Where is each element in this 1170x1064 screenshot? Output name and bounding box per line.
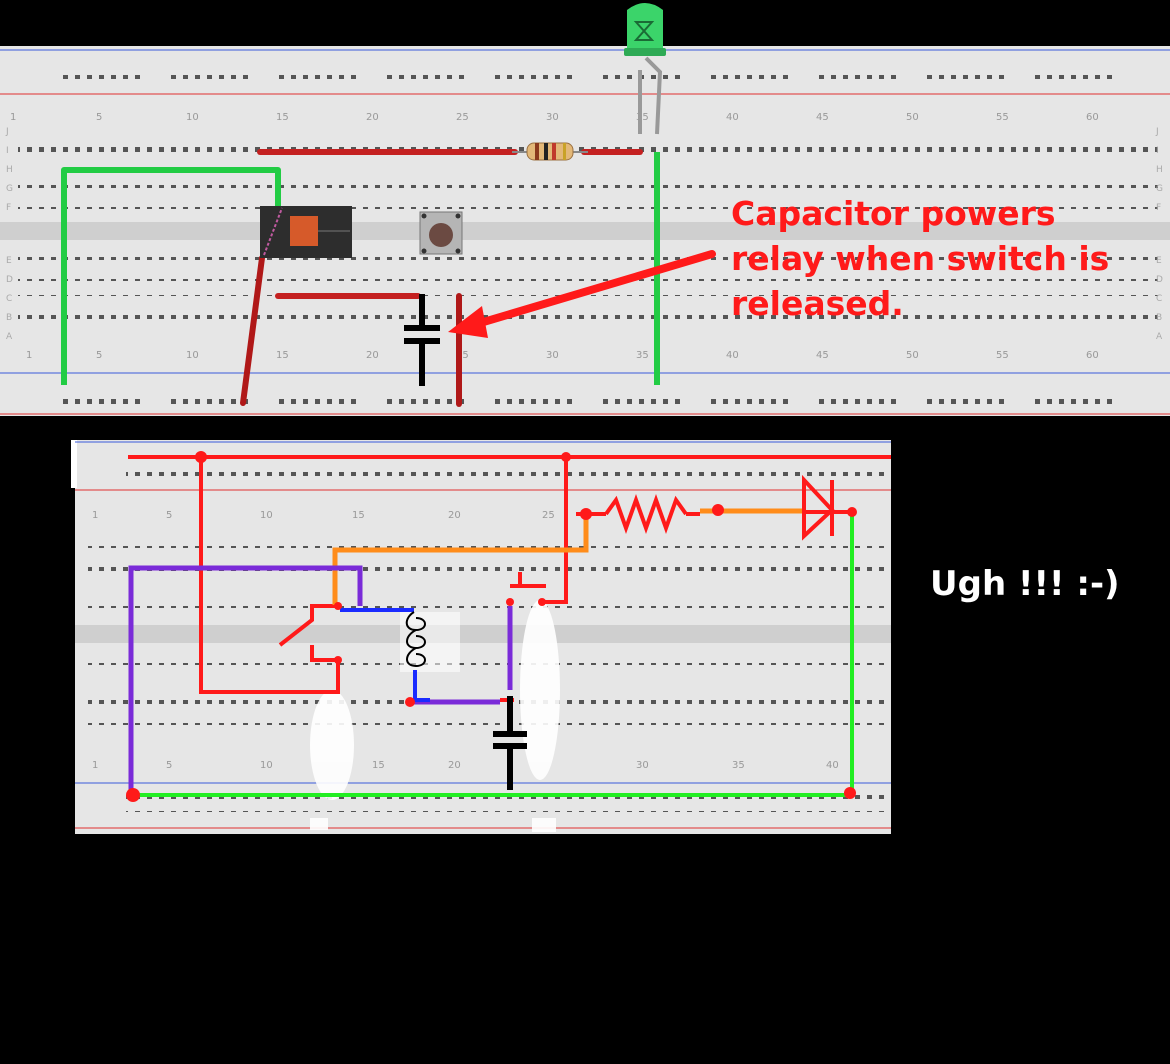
col-num: 1: [10, 112, 16, 123]
row-letter: E: [6, 256, 12, 266]
bottom-power-rail-holes: [60, 382, 1116, 404]
annotation-line: released.: [731, 284, 904, 323]
led: [624, 3, 666, 135]
top-column-numbers: 1 5 10 15 20 25 30 35 40 45 50 55 60 1 5…: [10, 112, 1099, 361]
top-row-letters: J I H G F E D C B A J I H G F E D C B A: [5, 127, 1163, 342]
col-num: 5: [166, 760, 172, 771]
col-num: 55: [996, 350, 1009, 361]
col-num: 30: [636, 760, 649, 771]
col-num: 10: [186, 350, 199, 361]
row-letter: I: [6, 146, 9, 156]
col-num: 25: [456, 350, 469, 361]
blue-wires: [340, 608, 430, 702]
col-num: 15: [352, 510, 365, 521]
row-letter: D: [1156, 275, 1163, 285]
col-num: 10: [260, 760, 273, 771]
col-num: 1: [92, 510, 98, 521]
row-letter: I: [1156, 146, 1159, 156]
col-num: 60: [1086, 350, 1099, 361]
red-wire-diagonal: [240, 255, 265, 406]
row-letter: A: [1156, 332, 1163, 342]
col-num: 15: [276, 112, 289, 123]
col-num: 40: [826, 760, 839, 771]
comment-text: Ugh !!! :-): [930, 564, 1120, 604]
resistor: [512, 142, 588, 161]
row-letter: D: [6, 275, 13, 285]
col-num: 5: [96, 350, 102, 361]
relay: [260, 206, 352, 258]
col-num: 35: [636, 350, 649, 361]
row-letter: F: [6, 203, 11, 213]
green-schematic-wires: [133, 512, 854, 797]
pushbutton: [419, 211, 463, 255]
row-letter: E: [1156, 256, 1162, 266]
capacitor-symbol: [404, 294, 440, 386]
col-num: 25: [542, 510, 555, 521]
row-letter: H: [6, 165, 13, 175]
col-num: 1: [92, 760, 98, 771]
capacitor-annotation: Capacitor powers relay when switch is re…: [731, 191, 1109, 326]
row-letter: A: [6, 332, 13, 342]
erased-areas: [310, 600, 560, 832]
row-letter: G: [1156, 184, 1163, 194]
bottom-center-channel: [75, 625, 891, 643]
col-num: 45: [816, 112, 829, 123]
row-letter: J: [1155, 127, 1159, 137]
col-num: 25: [456, 112, 469, 123]
row-letter: C: [1156, 294, 1162, 304]
col-num: 55: [996, 112, 1009, 123]
row-letter: C: [6, 294, 12, 304]
col-num: 5: [96, 112, 102, 123]
col-num: 20: [366, 112, 379, 123]
col-num: 30: [546, 112, 559, 123]
col-num: 50: [906, 350, 919, 361]
col-num: 35: [636, 112, 649, 123]
bottom-column-numbers: 1 5 10 15 20 25 1 5 10 15 20 30 35 40: [92, 510, 839, 771]
annotation-arrow: [448, 250, 716, 338]
col-num: 20: [448, 760, 461, 771]
green-wire-left: [61, 167, 281, 385]
col-num: 5: [166, 510, 172, 521]
row-letter: B: [6, 313, 12, 323]
col-num: 15: [372, 760, 385, 771]
col-num: 30: [546, 350, 559, 361]
row-letter: H: [1156, 165, 1163, 175]
red-schematic-wires: [128, 455, 891, 702]
col-num: 35: [732, 760, 745, 771]
junction-dots: [126, 451, 857, 802]
col-num: 45: [816, 350, 829, 361]
col-num: 60: [1086, 112, 1099, 123]
row-letter: J: [5, 127, 9, 137]
col-num: 40: [726, 350, 739, 361]
relay-coil: [405, 611, 426, 668]
annotation-line: Capacitor powers: [731, 194, 1056, 233]
annotation-line: relay when switch is: [731, 239, 1110, 278]
schematic-capacitor: [493, 696, 527, 790]
row-letter: F: [1156, 203, 1161, 213]
col-num: 20: [366, 350, 379, 361]
bottom-board-left-white: [71, 440, 77, 488]
col-num: 20: [448, 510, 461, 521]
col-num: 10: [186, 112, 199, 123]
row-letter: B: [1156, 313, 1162, 323]
col-num: 1: [26, 350, 32, 361]
col-num: 40: [726, 112, 739, 123]
col-num: 10: [260, 510, 273, 521]
col-num: 15: [276, 350, 289, 361]
col-num: 50: [906, 112, 919, 123]
row-letter: G: [6, 184, 13, 194]
